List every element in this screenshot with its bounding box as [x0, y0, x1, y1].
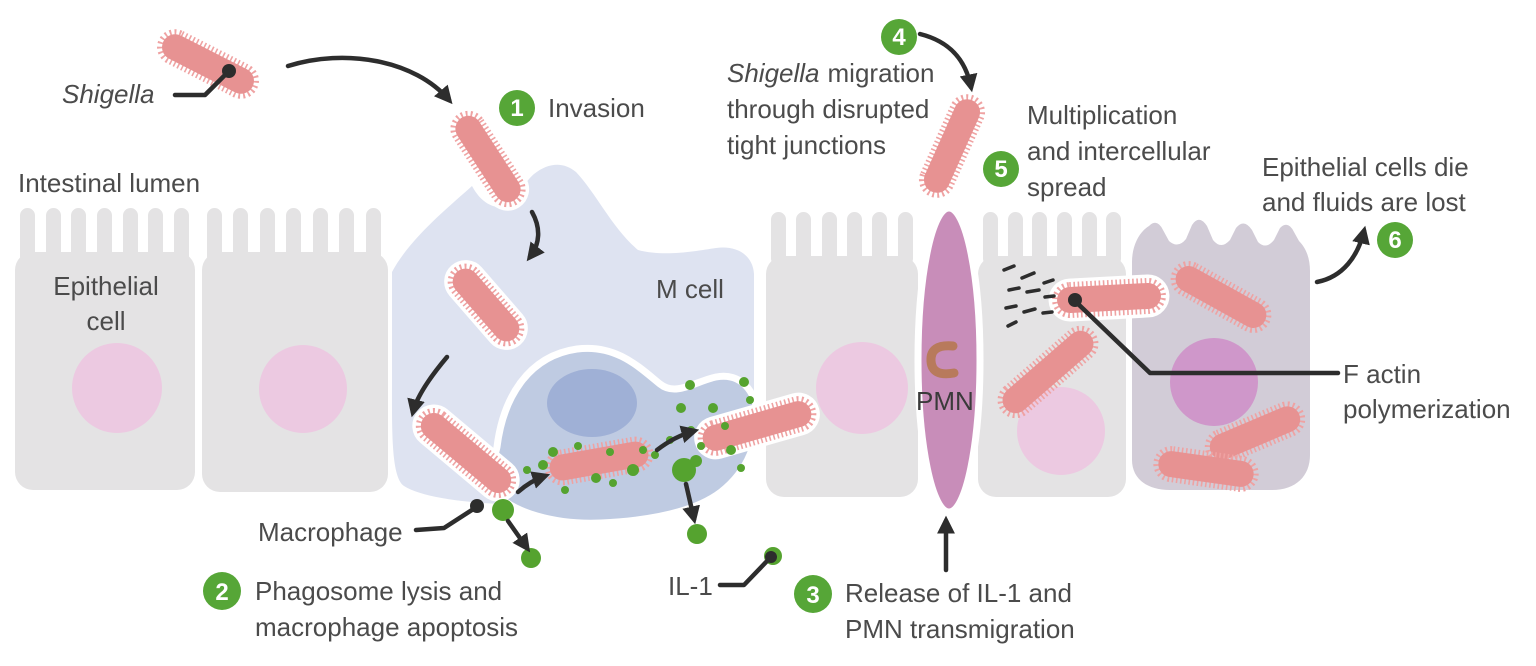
epithelial-cell-3 [766, 212, 918, 497]
label-il1: IL-1 [668, 571, 713, 601]
label-epithelial-cell-line1: Epithelial [53, 271, 159, 301]
step-2-line2: macrophage apoptosis [255, 612, 518, 642]
leader-macrophage [413, 505, 478, 533]
step-2-line1: Phagosome lysis and [255, 576, 502, 606]
step-badge-5: 5 [983, 151, 1019, 187]
arrow-to-step6 [1314, 225, 1370, 285]
svg-text:4: 4 [892, 24, 906, 51]
leader-lines [172, 69, 1341, 588]
step-1-text: Invasion [548, 93, 645, 123]
il1-molecules [492, 377, 782, 568]
step-4-line2: through disrupted [727, 94, 929, 124]
label-f-actin-line2: polymerization [1343, 394, 1511, 424]
step-3-line1: Release of IL-1 and [845, 578, 1072, 608]
leader-il1 [717, 556, 772, 588]
arrow-to-macrophage [407, 354, 450, 418]
cell-nucleus [1017, 387, 1105, 475]
arrow-il1-release-right [682, 481, 700, 525]
dying-cell-nucleus [1170, 338, 1258, 426]
arrow-lumen-to-mcell [285, 55, 453, 105]
step-badge-2: 2 [203, 572, 241, 610]
shigella-bacterium [157, 29, 259, 99]
shigella-bacterium [412, 404, 520, 502]
shigella-bacterium [446, 107, 530, 211]
cell-nucleus [72, 343, 162, 433]
arrow-step4-to-bacterium [917, 31, 978, 93]
shigella-bacterium [1204, 401, 1306, 465]
label-epithelial-cell-line2: cell [86, 306, 125, 336]
svg-text:3: 3 [806, 582, 819, 609]
label-f-actin-line1: F actin [1343, 359, 1421, 389]
step-5-line1: Multiplication [1027, 100, 1177, 130]
epithelial-cell-2 [202, 208, 388, 492]
svg-text:2: 2 [215, 579, 228, 606]
arrow-in-macrophage [515, 471, 551, 495]
label-intestinal-lumen: Intestinal lumen [18, 168, 200, 198]
leader-shigella [172, 69, 231, 98]
step-6-line2: and fluids are lost [1262, 187, 1467, 217]
svg-text:5: 5 [994, 156, 1007, 183]
arrow-escape-macrophage [654, 425, 700, 453]
step-badge-6: 6 [1377, 222, 1413, 258]
leader-f-actin [1072, 298, 1341, 376]
label-shigella: Shigella [62, 79, 155, 109]
shigella-bacterium-f-actin [1048, 274, 1170, 322]
epithelial-cell-1 [15, 208, 195, 490]
macrophage-nucleus [547, 369, 637, 437]
pmn-cell [914, 204, 984, 516]
label-pmn: PMN [916, 386, 974, 416]
shigella-bacterium [997, 325, 1099, 419]
flow-arrows [285, 31, 1370, 573]
label-m-cell: M cell [656, 274, 724, 304]
cell-nucleus [259, 345, 347, 433]
shigella-bacterium [544, 436, 654, 486]
shigella-bacterium [1153, 446, 1259, 492]
arrow-il1-release-left [505, 518, 531, 553]
leader-dots [222, 64, 1082, 563]
svg-text:6: 6 [1388, 227, 1401, 254]
arrow-inside-mcell [526, 209, 545, 262]
svg-text:1: 1 [510, 95, 523, 122]
step-badge-4: 4 [881, 19, 917, 55]
shigella-bacterium [1170, 261, 1272, 333]
shigella-bacterium [918, 94, 986, 198]
label-macrophage: Macrophage [258, 517, 403, 547]
step-badge-3: 3 [794, 575, 832, 613]
step-badges: 1 2 3 4 5 6 [203, 19, 1413, 613]
step-6-line1: Epithelial cells die [1262, 152, 1469, 182]
f-actin-dashes [1002, 264, 1056, 328]
shigella-bacterium [694, 392, 820, 460]
pmn-nucleus [926, 341, 959, 379]
shigella-bacterium [444, 260, 528, 350]
step-5-line3: spread [1027, 172, 1107, 202]
step-4-line3: tight junctions [727, 130, 886, 160]
step-badge-1: 1 [499, 90, 535, 126]
step-5-line2: and intercellular [1027, 136, 1211, 166]
step-3-line2: PMN transmigration [845, 614, 1075, 644]
cell-nucleus [816, 342, 908, 434]
